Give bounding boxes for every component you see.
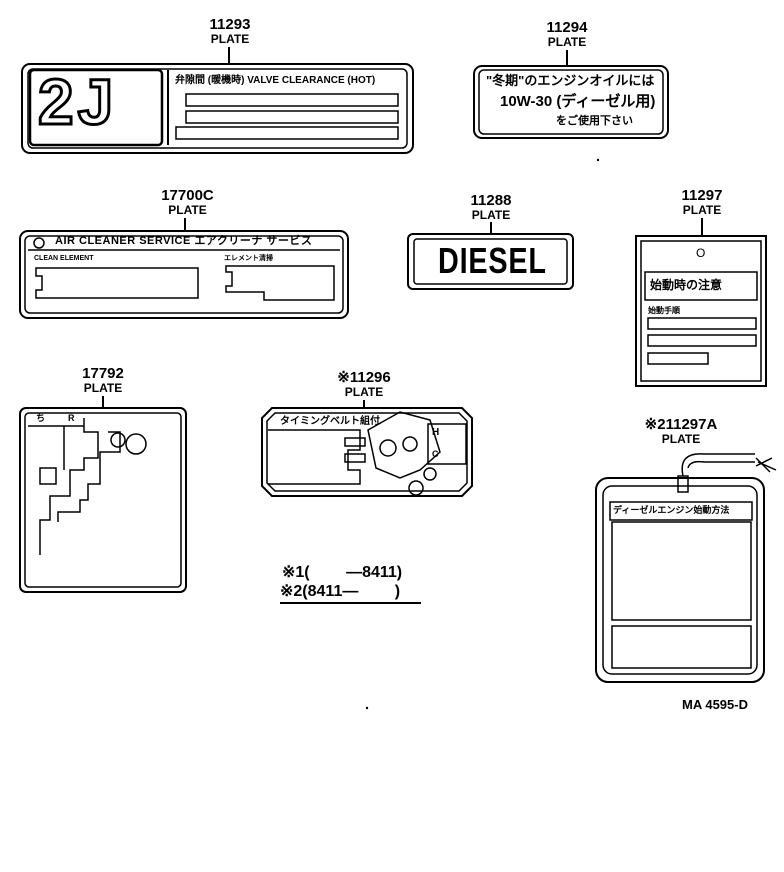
plate-11296-mark-c: C [432, 449, 439, 459]
plate-11296-mark-h: H [432, 427, 440, 438]
plate-11294-line1: "冬期"のエンジンオイルには [486, 73, 655, 88]
plate-11288-outline [407, 233, 574, 290]
part-name: PLATE [83, 381, 123, 395]
plate-11293-heading: 弁隙間 (暖機時) VALVE CLEARANCE (HOT) [175, 75, 376, 86]
part-name: PLATE [471, 208, 511, 222]
plate-11294-outline [473, 65, 669, 139]
part-label-11293: 11293 PLATE [190, 17, 270, 45]
part-name: PLATE [344, 385, 384, 399]
plate-11293-outline [21, 63, 414, 154]
part-label-11297: 11297 PLATE [662, 188, 742, 216]
part-number: 11288 [470, 192, 512, 209]
plate-11293-big-text: 2J [36, 66, 118, 138]
part-label-11296: ※11296 PLATE [316, 370, 412, 398]
part-number: 11293 [209, 16, 251, 33]
plate-17700c-outline [19, 230, 349, 319]
part-number: 11294 [546, 19, 588, 36]
part-name: PLATE [682, 203, 722, 217]
diagram-code: MA 4595-D [682, 697, 748, 712]
part-label-17792: 17792 PLATE [63, 366, 143, 394]
part-number: ※211297A [644, 416, 718, 433]
wire-end-icon [755, 457, 777, 473]
plate-17700c-heading: AIR CLEANER SERVICE エアクリーナ サービス [55, 235, 313, 247]
plate-11296-outline [261, 407, 473, 497]
part-number: ※11296 [337, 369, 391, 386]
plate-11297-sub: 始動手順 [648, 306, 680, 315]
part-number: 11297 [681, 187, 723, 204]
part-number: 17700C [161, 187, 214, 204]
air-cleaner-icon [33, 237, 45, 249]
part-name: PLATE [168, 203, 207, 217]
plate-11294-line2: 10W-30 (ディーゼル用) [500, 93, 656, 110]
plate-11297-heading: 始動時の注意 [650, 278, 723, 292]
part-label-17700c: 17700C PLATE [140, 188, 235, 216]
plate-17792-col-right: R [68, 413, 75, 423]
plate-17792-outline [19, 407, 187, 593]
part-name: PLATE [661, 432, 701, 446]
part-name: PLATE [547, 35, 587, 49]
part-name: PLATE [210, 32, 250, 46]
plate-11294-line3: をご使用下さい [556, 115, 633, 127]
part-label-11297a: ※211297A PLATE [618, 417, 744, 445]
plate-11296-heading: タイミングベルト組付 [280, 416, 380, 427]
plate-11297a-outline [595, 477, 765, 683]
plate-11297-outline [635, 235, 767, 387]
plate-17792-col-left: ち [36, 413, 46, 423]
note-1: ※1( —8411) [282, 564, 403, 581]
plate-17700c-left-sub: CLEAN ELEMENT [34, 255, 94, 262]
part-number: 17792 [82, 365, 124, 382]
plate-11297a-heading: ディーゼルエンジン始動方法 [613, 505, 730, 515]
part-label-11288: 11288 PLATE [451, 193, 531, 221]
note-2: ※2(8411— ) [280, 583, 401, 600]
part-label-11294: 11294 PLATE [527, 20, 607, 48]
plate-17700c-right-sub: エレメント清掃 [224, 255, 273, 262]
plate-11297-top-mark: O [696, 246, 706, 260]
plate-11288-text: DIESEL [438, 240, 547, 281]
